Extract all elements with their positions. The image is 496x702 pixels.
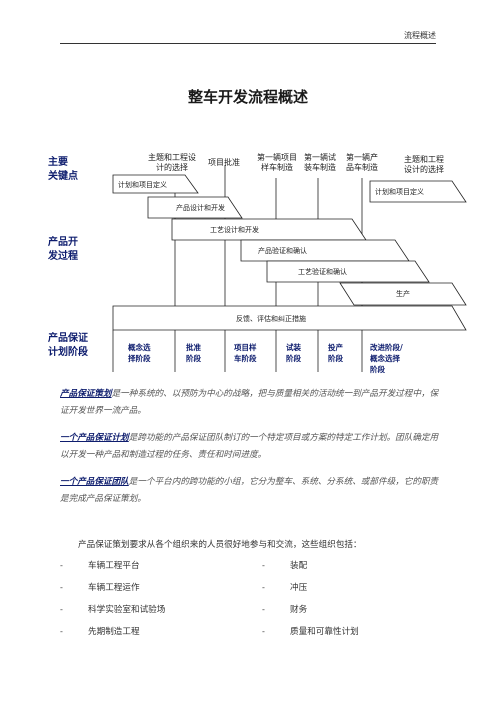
phase-pilot: 试装 阶段: [286, 343, 301, 363]
bar-feedback: [112, 305, 467, 331]
bar-process-validation: [266, 260, 430, 283]
milestone-first-production: 第一辆产 品车制造: [346, 153, 378, 172]
bar-process-design: [171, 218, 367, 241]
milestone-first-pilot: 第一辆试 装车制造: [304, 153, 336, 172]
milestone-theme-selection-next: 主题和工程 设计的选择: [404, 155, 444, 174]
term: 一个产品保证计划: [60, 433, 129, 443]
list-item: -车辆工程平台: [60, 561, 140, 571]
list-item: -财务: [262, 605, 308, 615]
bar-label: 生产: [396, 289, 410, 298]
bar-planning-definition-next: [369, 180, 467, 203]
bar-planning-definition: [112, 174, 199, 194]
side-label-planning: 产品保证 计划阶段: [48, 333, 88, 358]
phase-improvement: 改进阶段/ 概念选择 阶段: [370, 343, 403, 374]
milestone-theme-selection: 主题和工程设 计的选择: [148, 153, 196, 172]
organizations-list-left: -车辆工程平台 -车辆工程运作 -科学实验室和试验场 -先期制造工程: [60, 555, 165, 643]
phase-prototype: 项目样 车阶段: [234, 343, 257, 363]
paragraph-plan-definition: 一个产品保证计划是跨功能的产品保证团队制订的一个特定项目或方案的特定工作计划。团…: [60, 433, 439, 460]
bar-label: 工艺验证和确认: [298, 267, 347, 276]
page-title: 整车开发流程概述: [187, 88, 308, 106]
bar-label: 产品验证和确认: [258, 246, 307, 255]
list-item: -质量和可靠性计划: [262, 627, 359, 637]
term: 一个产品保证团队: [60, 477, 129, 487]
bar-label: 工艺设计和开发: [210, 225, 259, 234]
paragraph-team-definition: 一个产品保证团队是一个平台内的跨功能的小组，它分为整车、系统、分系统、或部件级，…: [60, 477, 439, 504]
side-label-milestones: 主要 关键点: [48, 157, 78, 182]
header-divider: [60, 43, 436, 44]
phase-approval: 批准 阶段: [186, 343, 201, 363]
bar-label: 计划和项目定义: [375, 187, 424, 196]
bar-label: 产品设计和开发: [176, 203, 225, 212]
header-section-title: 流程概述: [404, 31, 436, 40]
bar-label: 计划和项目定义: [118, 180, 167, 189]
phase-concept-selection: 概念选 择阶段: [128, 343, 151, 363]
list-item: -科学实验室和试验场: [60, 605, 166, 615]
paragraph-planning-definition: 产品保证策划是一种系统的、以预防为中心的战略，把与质量相关的活动统一到产品开发过…: [60, 389, 439, 416]
bar-production: [339, 282, 467, 306]
bar-label: 反馈、评估和纠正措施: [236, 314, 306, 323]
organizations-list-right: -装配 -冲压 -财务 -质量和可靠性计划: [262, 555, 359, 643]
milestone-project-approval: 项目批准: [208, 158, 240, 167]
milestone-first-prototype: 第一辆项目 样车制造: [257, 153, 297, 172]
list-item: -装配: [262, 561, 308, 571]
list-item: -冲压: [262, 583, 308, 593]
bar-product-design: [147, 196, 243, 219]
side-label-development: 产品开 发过程: [48, 237, 78, 262]
list-item: -先期制造工程: [60, 627, 140, 637]
phase-launch: 投产 阶段: [328, 343, 343, 363]
term: 产品保证策划: [60, 389, 112, 399]
organizations-intro: 产品保证策划要求从各个组织来的人员很好地参与和交流，这些组织包括：: [78, 540, 362, 550]
list-item: -车辆工程运作: [60, 583, 140, 593]
